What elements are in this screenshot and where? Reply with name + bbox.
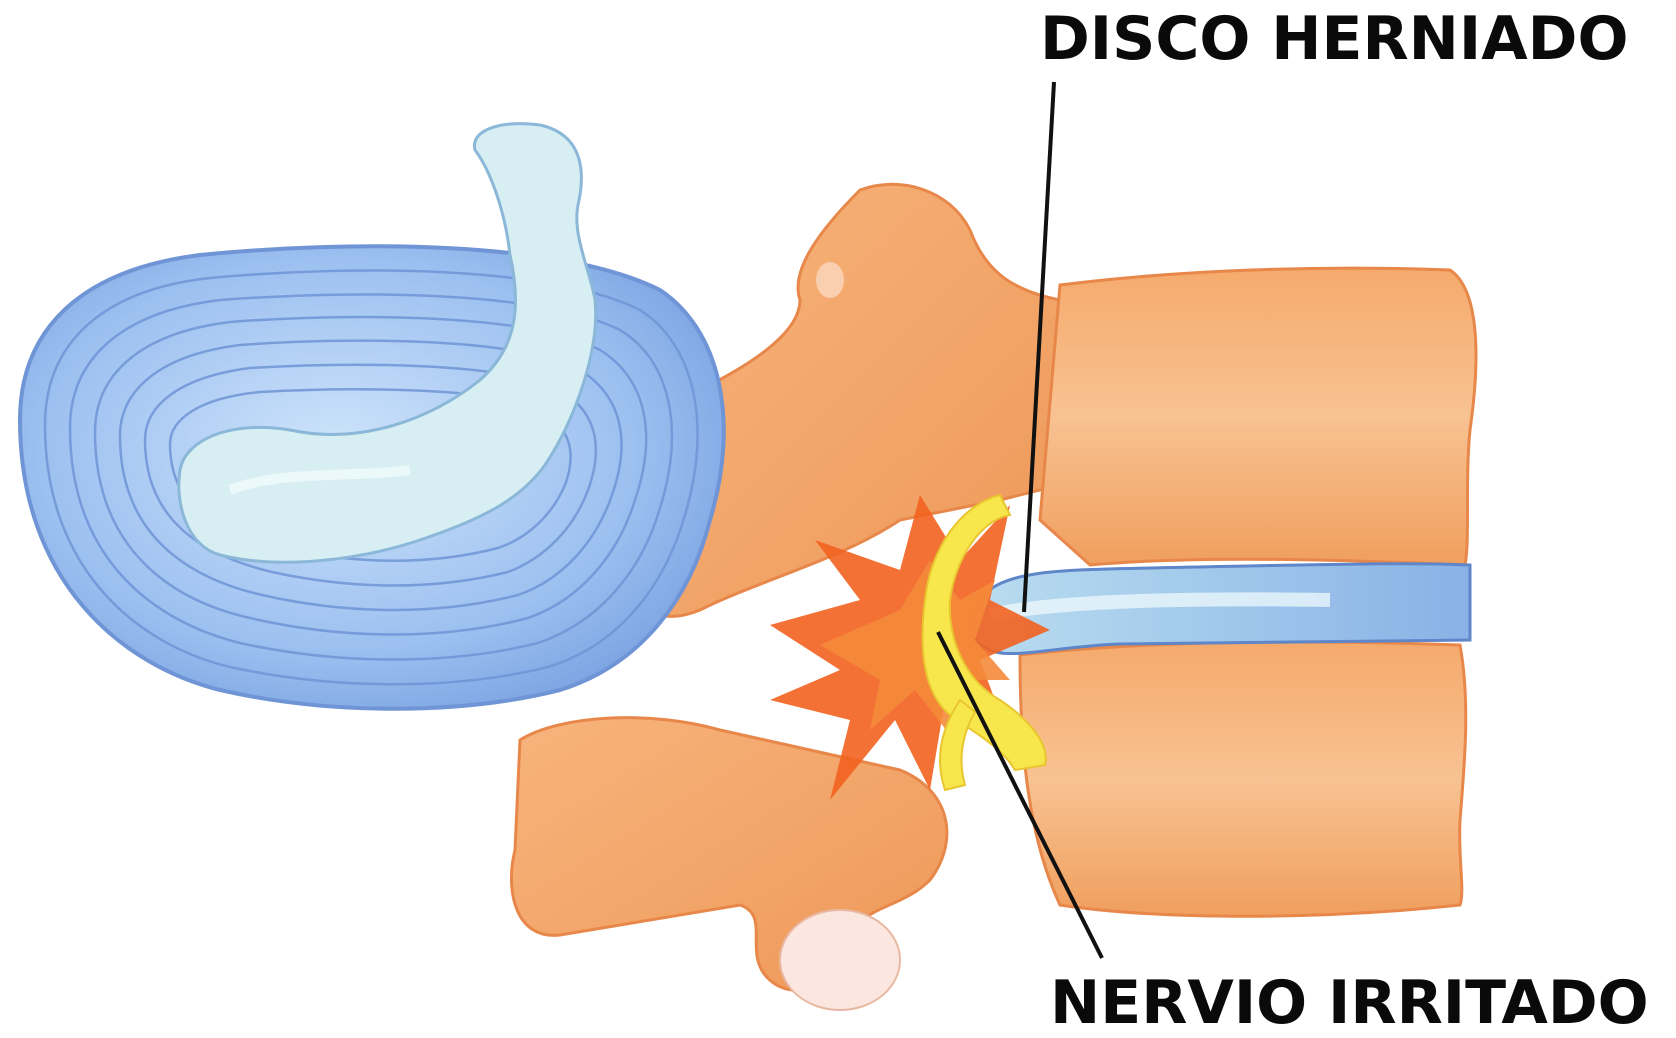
nerve-label: NERVIO IRRITADO [1050,968,1649,1038]
lower-process [511,718,946,1010]
lower-vertebral-body [1020,642,1466,916]
disc-axial-view [20,124,724,709]
upper-vertebral-body [1040,268,1476,565]
disc-label: DISCO HERNIADO [1040,4,1628,74]
spinous-process-tip [780,910,900,1010]
